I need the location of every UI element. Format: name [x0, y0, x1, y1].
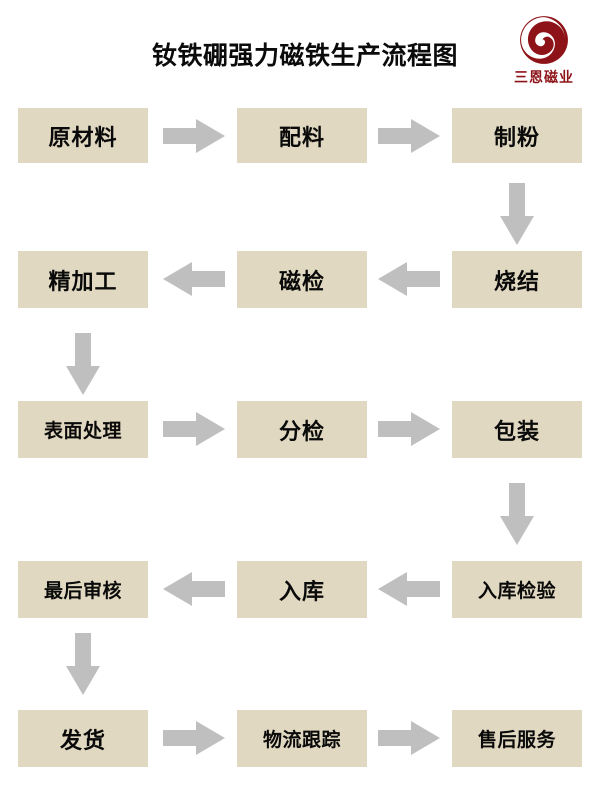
process-node-batching: 配料 — [237, 108, 367, 163]
process-node-packaging: 包装 — [452, 401, 582, 458]
process-node-surface-treatment: 表面处理 — [18, 401, 148, 458]
arrow-right-shipping-to-logistics-tracking — [163, 721, 225, 755]
arrow-right-logistics-tracking-to-after-sales — [378, 721, 440, 755]
process-node-after-sales-service: 售后服务 — [452, 710, 582, 767]
process-node-shipping: 发货 — [18, 710, 148, 767]
spiral-swirl-icon — [520, 16, 568, 64]
arrow-left-warehousing-to-final-review — [163, 572, 225, 606]
arrow-right-sorting-to-packaging — [378, 412, 440, 446]
brand-name: 三恩磁业 — [514, 70, 574, 86]
brand-logo: 三恩磁业 — [498, 14, 590, 92]
process-node-logistics-tracking: 物流跟踪 — [237, 710, 367, 767]
process-node-powder-making: 制粉 — [452, 108, 582, 163]
arrow-down-powder-making-to-sintering — [500, 183, 534, 245]
process-node-fine-machining: 精加工 — [18, 251, 148, 308]
process-node-warehouse-inspection: 入库检验 — [452, 561, 582, 618]
process-node-sorting: 分检 — [237, 401, 367, 458]
process-node-raw-material: 原材料 — [18, 108, 148, 163]
process-node-warehousing: 入库 — [237, 561, 367, 618]
page-title: 钕铁硼强力磁铁生产流程图 — [151, 41, 458, 70]
header: 钕铁硼强力磁铁生产流程图 三恩磁业 — [0, 0, 600, 100]
arrow-right-batching-to-powder-making — [378, 119, 440, 153]
process-node-sintering: 烧结 — [452, 251, 582, 308]
process-node-final-review: 最后审核 — [18, 561, 148, 618]
arrow-left-warehouse-inspection-to-warehousing — [378, 572, 440, 606]
arrow-right-surface-treatment-to-sorting — [163, 412, 225, 446]
arrow-right-raw-material-to-batching — [163, 119, 225, 153]
arrow-left-magnetic-inspection-to-fine-machining — [163, 262, 225, 296]
process-node-magnetic-inspection: 磁检 — [237, 251, 367, 308]
arrow-down-packaging-to-warehouse-inspection — [500, 483, 534, 545]
arrow-left-sintering-to-magnetic-inspection — [378, 262, 440, 296]
arrow-down-final-review-to-shipping — [66, 633, 100, 695]
arrow-down-fine-machining-to-surface-treatment — [66, 333, 100, 395]
